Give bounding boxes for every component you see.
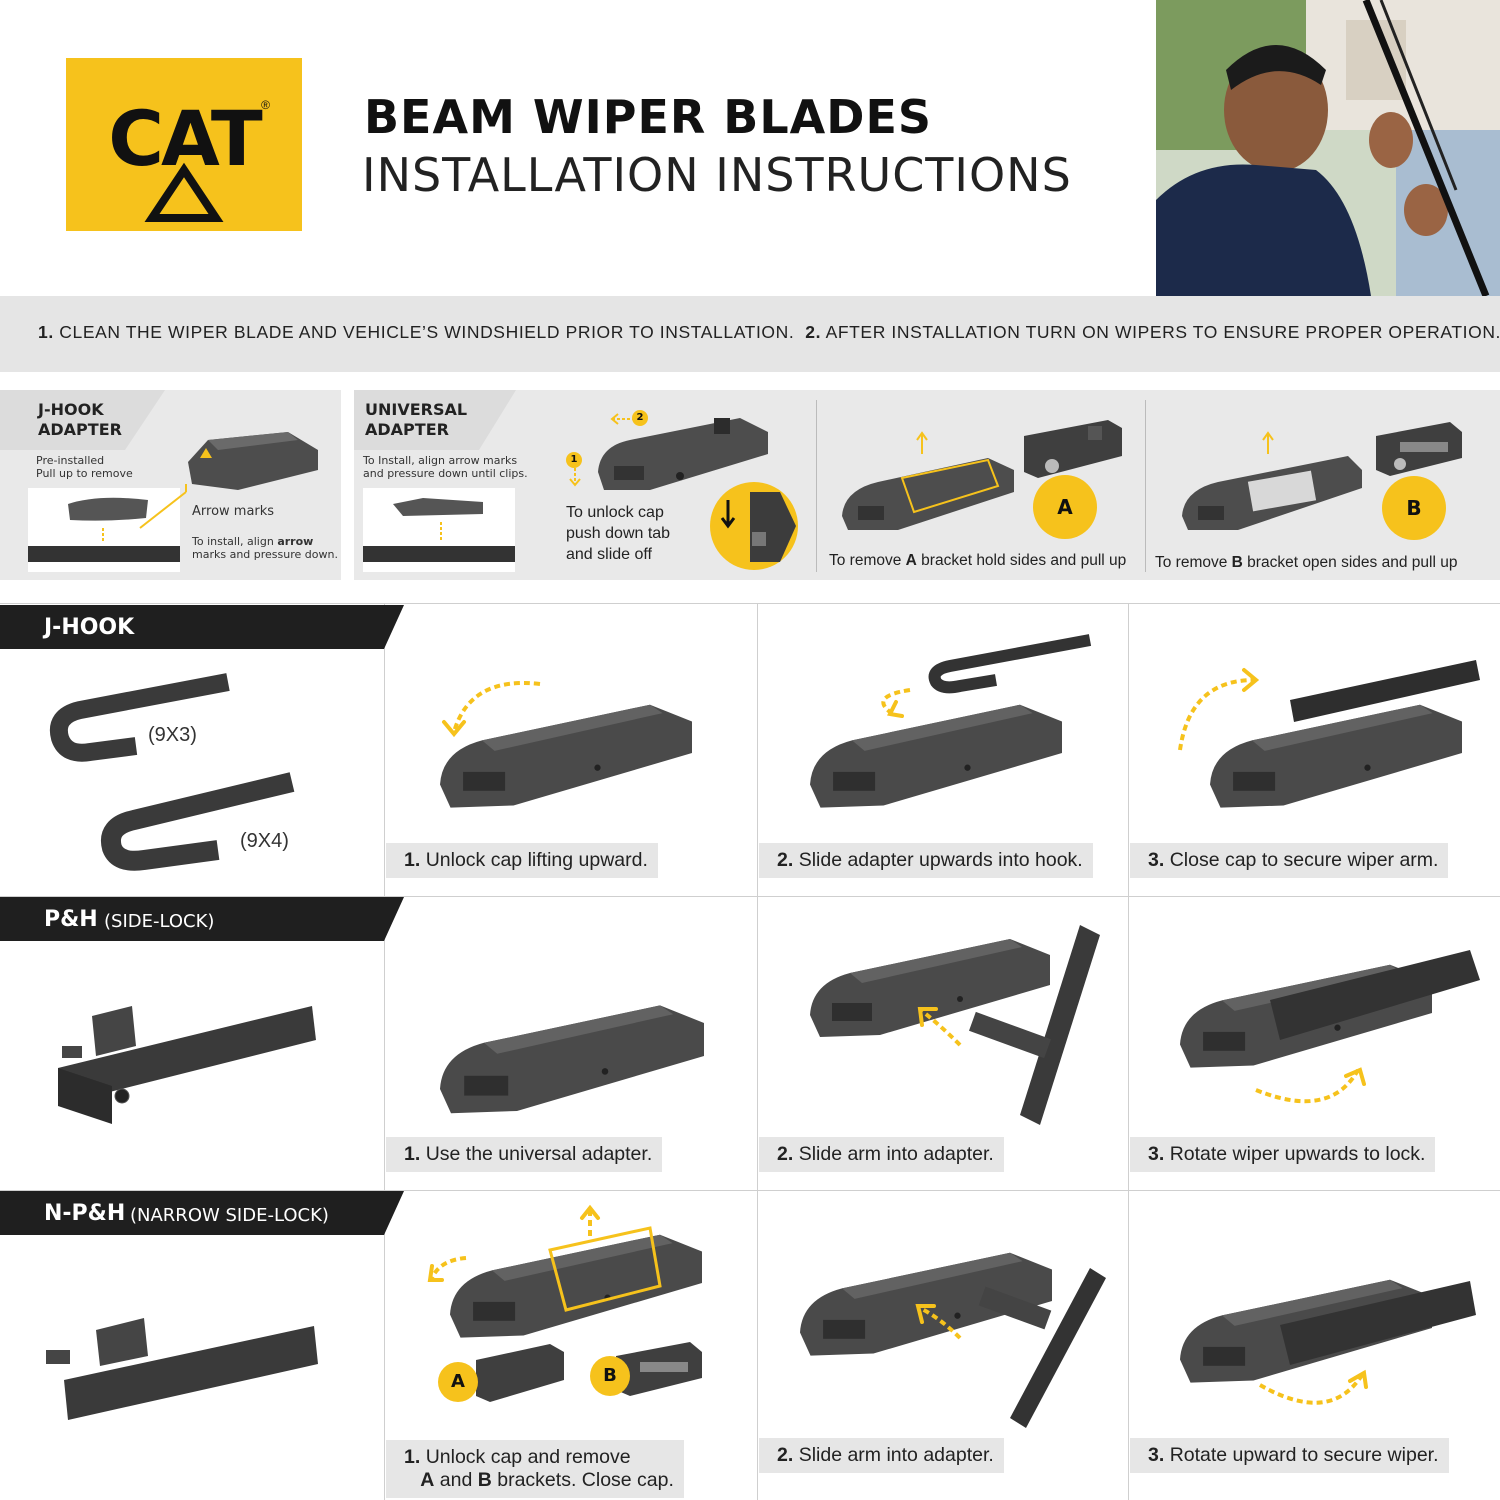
bracket-a-adapter-icon — [842, 431, 1014, 530]
universal-adapter-title: UNIVERSAL ADAPTER — [365, 400, 468, 439]
universal-adapter-3d-icon — [598, 418, 768, 490]
grid-line — [384, 603, 385, 1500]
hero-photo — [1156, 0, 1500, 296]
nph-step-1-caption: 1. Unlock cap and remove A and B bracket… — [386, 1440, 684, 1498]
grid-line — [0, 603, 1500, 604]
arrow-marks-label: Arrow marks — [192, 504, 275, 519]
jhook-step-3-illustration — [1178, 660, 1480, 808]
nph-step-3-illustration — [1180, 1279, 1476, 1405]
push-tab-detail-icon — [710, 482, 798, 570]
nph-step-2-caption: 2. Slide arm into adapter. — [759, 1438, 1004, 1473]
page-subtitle: INSTALLATION INSTRUCTIONS — [362, 148, 1072, 202]
unlock-cap-note: To unlock cap push down tab and slide of… — [566, 504, 671, 563]
jhook-step-1-caption: 1. Unlock cap lifting upward. — [386, 843, 658, 878]
panel-tab-shape — [354, 390, 516, 450]
jhook-9x4-icon — [101, 772, 295, 871]
row-label-nph: N-P&H (NARROW SIDE-LOCK) — [0, 1191, 404, 1235]
jhook-step-2-illustration — [810, 634, 1092, 808]
jhook-9x3-icon — [50, 673, 230, 762]
ph-step-3-caption: 3. Rotate wiper upwards to lock. — [1130, 1137, 1436, 1172]
jhook-step-1-illustration — [440, 681, 692, 808]
general-instructions-bar: 1. CLEAN THE WIPER BLADE AND VEHICLE’S W… — [0, 296, 1500, 372]
divider — [816, 400, 817, 572]
note-2-text: AFTER INSTALLATION TURN ON WIPERS TO ENS… — [825, 322, 1500, 342]
row-label-jhook: J-HOOK — [0, 605, 404, 649]
universal-install-note: To Install, align arrow marks and pressu… — [363, 454, 528, 480]
bracket-b-note: To remove B bracket open sides and pull … — [1155, 554, 1458, 571]
registered-mark: ® — [261, 98, 270, 112]
grid-line — [757, 603, 758, 1500]
universal-adapter-panel: UNIVERSAL ADAPTER To Install, align arro… — [354, 390, 1500, 580]
narrow-side-lock-arm-icon — [46, 1318, 318, 1420]
push-down-arrow-icon — [569, 468, 581, 487]
bracket-b-part-icon — [1376, 422, 1462, 476]
logo-triangle-icon — [144, 162, 224, 222]
ph-step-1-caption: 1. Use the universal adapter. — [386, 1137, 663, 1172]
bracket-a-part-icon — [1024, 420, 1122, 478]
ph-step-1-illustration — [440, 1005, 704, 1114]
jhook-adapter-panel: J-HOOK ADAPTER Pre-installed Pull up to … — [0, 390, 341, 580]
jhook-step-2-caption: 2. Slide adapter upwards into hook. — [759, 843, 1093, 878]
jhook-step-3-caption: 3. Close cap to secure wiper arm. — [1130, 843, 1449, 878]
row-subname: (NARROW SIDE-LOCK) — [130, 1205, 329, 1226]
jhook-size-9x4: (9X4) — [240, 830, 289, 852]
bracket-a-note: To remove A bracket hold sides and pull … — [829, 552, 1127, 569]
nph-step-3-caption: 3. Rotate upward to secure wiper. — [1130, 1438, 1449, 1473]
jhook-adapter-title: J-HOOK ADAPTER — [38, 400, 122, 439]
jhook-size-9x3: (9X3) — [148, 724, 197, 746]
note-1-text: CLEAN THE WIPER BLADE AND VEHICLE’S WIND… — [59, 322, 795, 342]
row-label-ph: P&H (SIDE-LOCK) — [0, 897, 404, 941]
ph-step-3-illustration — [1180, 950, 1480, 1104]
grid-line — [0, 1190, 1500, 1191]
bracket-a-badge: A — [438, 1362, 478, 1402]
universal-adapter-diagram — [363, 488, 515, 572]
side-lock-arm-icon — [58, 1006, 316, 1124]
jhook-adapter-diagram — [28, 488, 180, 572]
note-1-number: 1. — [38, 322, 54, 342]
row-subname: (SIDE-LOCK) — [104, 911, 215, 932]
nph-bracket-a-part-icon — [476, 1344, 564, 1402]
bracket-a-badge: A — [1033, 475, 1097, 539]
nph-bracket-b-part-icon — [616, 1342, 702, 1396]
jhook-preinstalled-note: Pre-installed Pull up to remove — [36, 454, 133, 480]
grid-line — [0, 896, 1500, 897]
row-name: J-HOOK — [44, 615, 135, 640]
panel-tab-shape — [0, 390, 165, 450]
ph-step-2-illustration — [810, 925, 1100, 1125]
jhook-install-note: To install, align arrow marks and pressu… — [192, 535, 338, 561]
bracket-b-adapter-icon — [1182, 431, 1362, 530]
step-2-badge: 2 — [632, 410, 648, 426]
divider — [1145, 400, 1146, 572]
bracket-b-badge: B — [1382, 476, 1446, 540]
note-2-number: 2. — [805, 322, 822, 342]
ph-step-2-caption: 2. Slide arm into adapter. — [759, 1137, 1004, 1172]
step-1-badge: 1 — [566, 452, 582, 468]
grid-line — [1128, 603, 1129, 1500]
arrow-mark-pointer-icon — [139, 484, 187, 529]
row-name: P&H — [44, 907, 98, 932]
bracket-b-badge: B — [590, 1356, 630, 1396]
page-title: BEAM WIPER BLADES — [364, 90, 933, 144]
cat-logo: CAT ® — [66, 58, 302, 231]
nph-step-2-illustration — [800, 1252, 1106, 1428]
row-name: N-P&H — [44, 1201, 126, 1226]
nph-step-1-illustration — [427, 1204, 702, 1338]
slide-left-arrow-icon — [610, 413, 634, 425]
jhook-adapter-3d-icon — [188, 432, 318, 490]
